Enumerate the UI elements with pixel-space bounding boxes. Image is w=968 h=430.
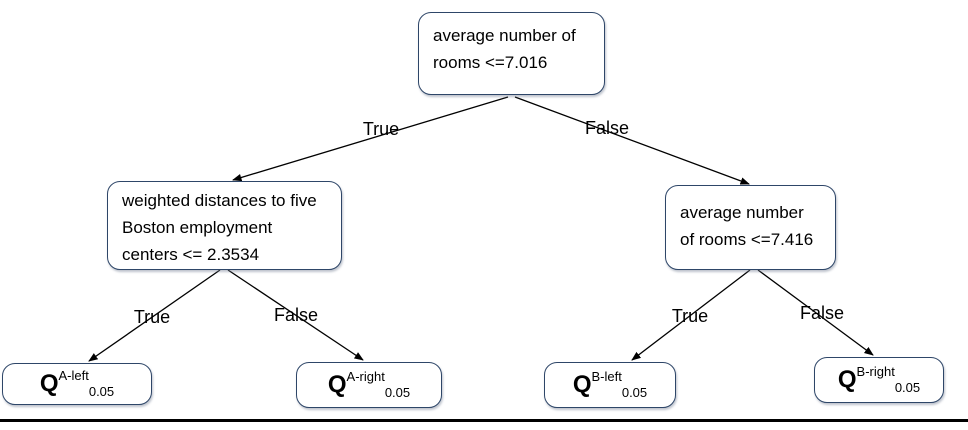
leaf-superscript: A-left (58, 367, 89, 383)
leaf-superscript: B-right (856, 363, 895, 379)
edge-root-false-line (514, 96, 750, 185)
edge-label-right-true: True (671, 306, 709, 326)
edge-label-left-false: False (273, 305, 319, 325)
leaf-superscript: B-left (591, 368, 622, 384)
leaf-symbol: Q (572, 371, 592, 398)
leaf-symbol: Q (837, 366, 857, 393)
tree-node-right-split: average number of rooms <=7.416 (665, 185, 836, 270)
leaf-subscript: 0.05 (894, 379, 921, 395)
leaf-subscript: 0.05 (384, 384, 411, 400)
leaf-subscript: 0.05 (621, 384, 648, 400)
tree-node-left-split: weighted distances to five Boston employ… (107, 181, 342, 270)
tree-node-root: average number of rooms <=7.016 (418, 12, 605, 95)
edge-right-true-line (631, 269, 751, 361)
edge-label-left-true: True (133, 307, 171, 327)
edge-label-right-false: False (799, 303, 845, 323)
edge-label-root-true: True (362, 119, 400, 139)
leaf-subscript: 0.05 (88, 383, 115, 399)
leaf-superscript: A-right (346, 368, 385, 384)
leaf-symbol: Q (327, 371, 347, 398)
bottom-divider-line (0, 419, 968, 422)
edge-label-root-false: False (584, 118, 630, 138)
edge-root-true-line (232, 96, 509, 182)
edge-right-false-line (757, 269, 874, 356)
edge-left-true-line (88, 269, 221, 362)
edge-left-false-line (227, 269, 364, 361)
leaf-symbol: Q (39, 370, 59, 397)
